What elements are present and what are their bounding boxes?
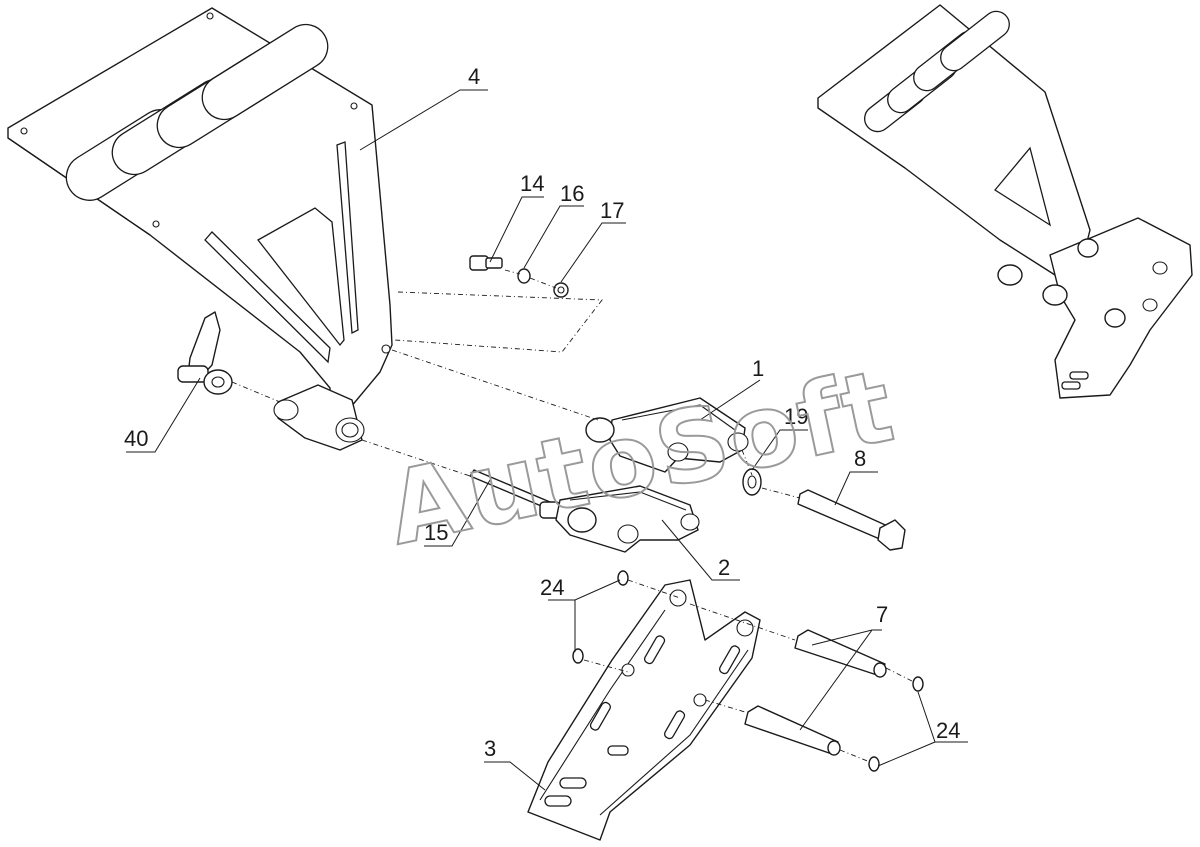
callout-4: 4 [468,64,480,89]
callout-labels: 4 14 16 17 40 15 1 19 8 2 24 7 24 3 [124,64,960,761]
part-15-rod [469,469,561,519]
part-16-washer [517,268,531,284]
part-24-rings [572,570,924,772]
part-40-latch [177,311,233,395]
part-4-footrest-platform [7,7,393,451]
assembly-axis-lines [231,269,915,763]
part-14-bolt [469,255,503,271]
part-1-upper-bracket [585,397,749,473]
part-3-base-bracket [527,579,761,841]
part-7-pins [744,629,887,756]
part-2-lower-bracket [555,485,700,553]
callout-40: 40 [124,426,148,451]
callout-1: 1 [752,356,764,381]
callout-8: 8 [854,446,866,471]
leader-lines [126,89,968,791]
callout-16: 16 [560,181,584,206]
callout-3: 3 [484,736,496,761]
callout-15: 15 [424,520,448,545]
callout-24-right: 24 [936,718,960,743]
callout-2: 2 [718,555,730,580]
callout-17: 17 [600,198,624,223]
part-17-nut [553,282,569,298]
callout-7: 7 [876,602,888,627]
callout-14: 14 [520,171,544,196]
part-8-pin [797,489,906,551]
callout-24-left: 24 [540,575,564,600]
assembled-view [817,4,1193,399]
callout-19: 19 [784,404,808,429]
part-19-washer [742,468,762,496]
